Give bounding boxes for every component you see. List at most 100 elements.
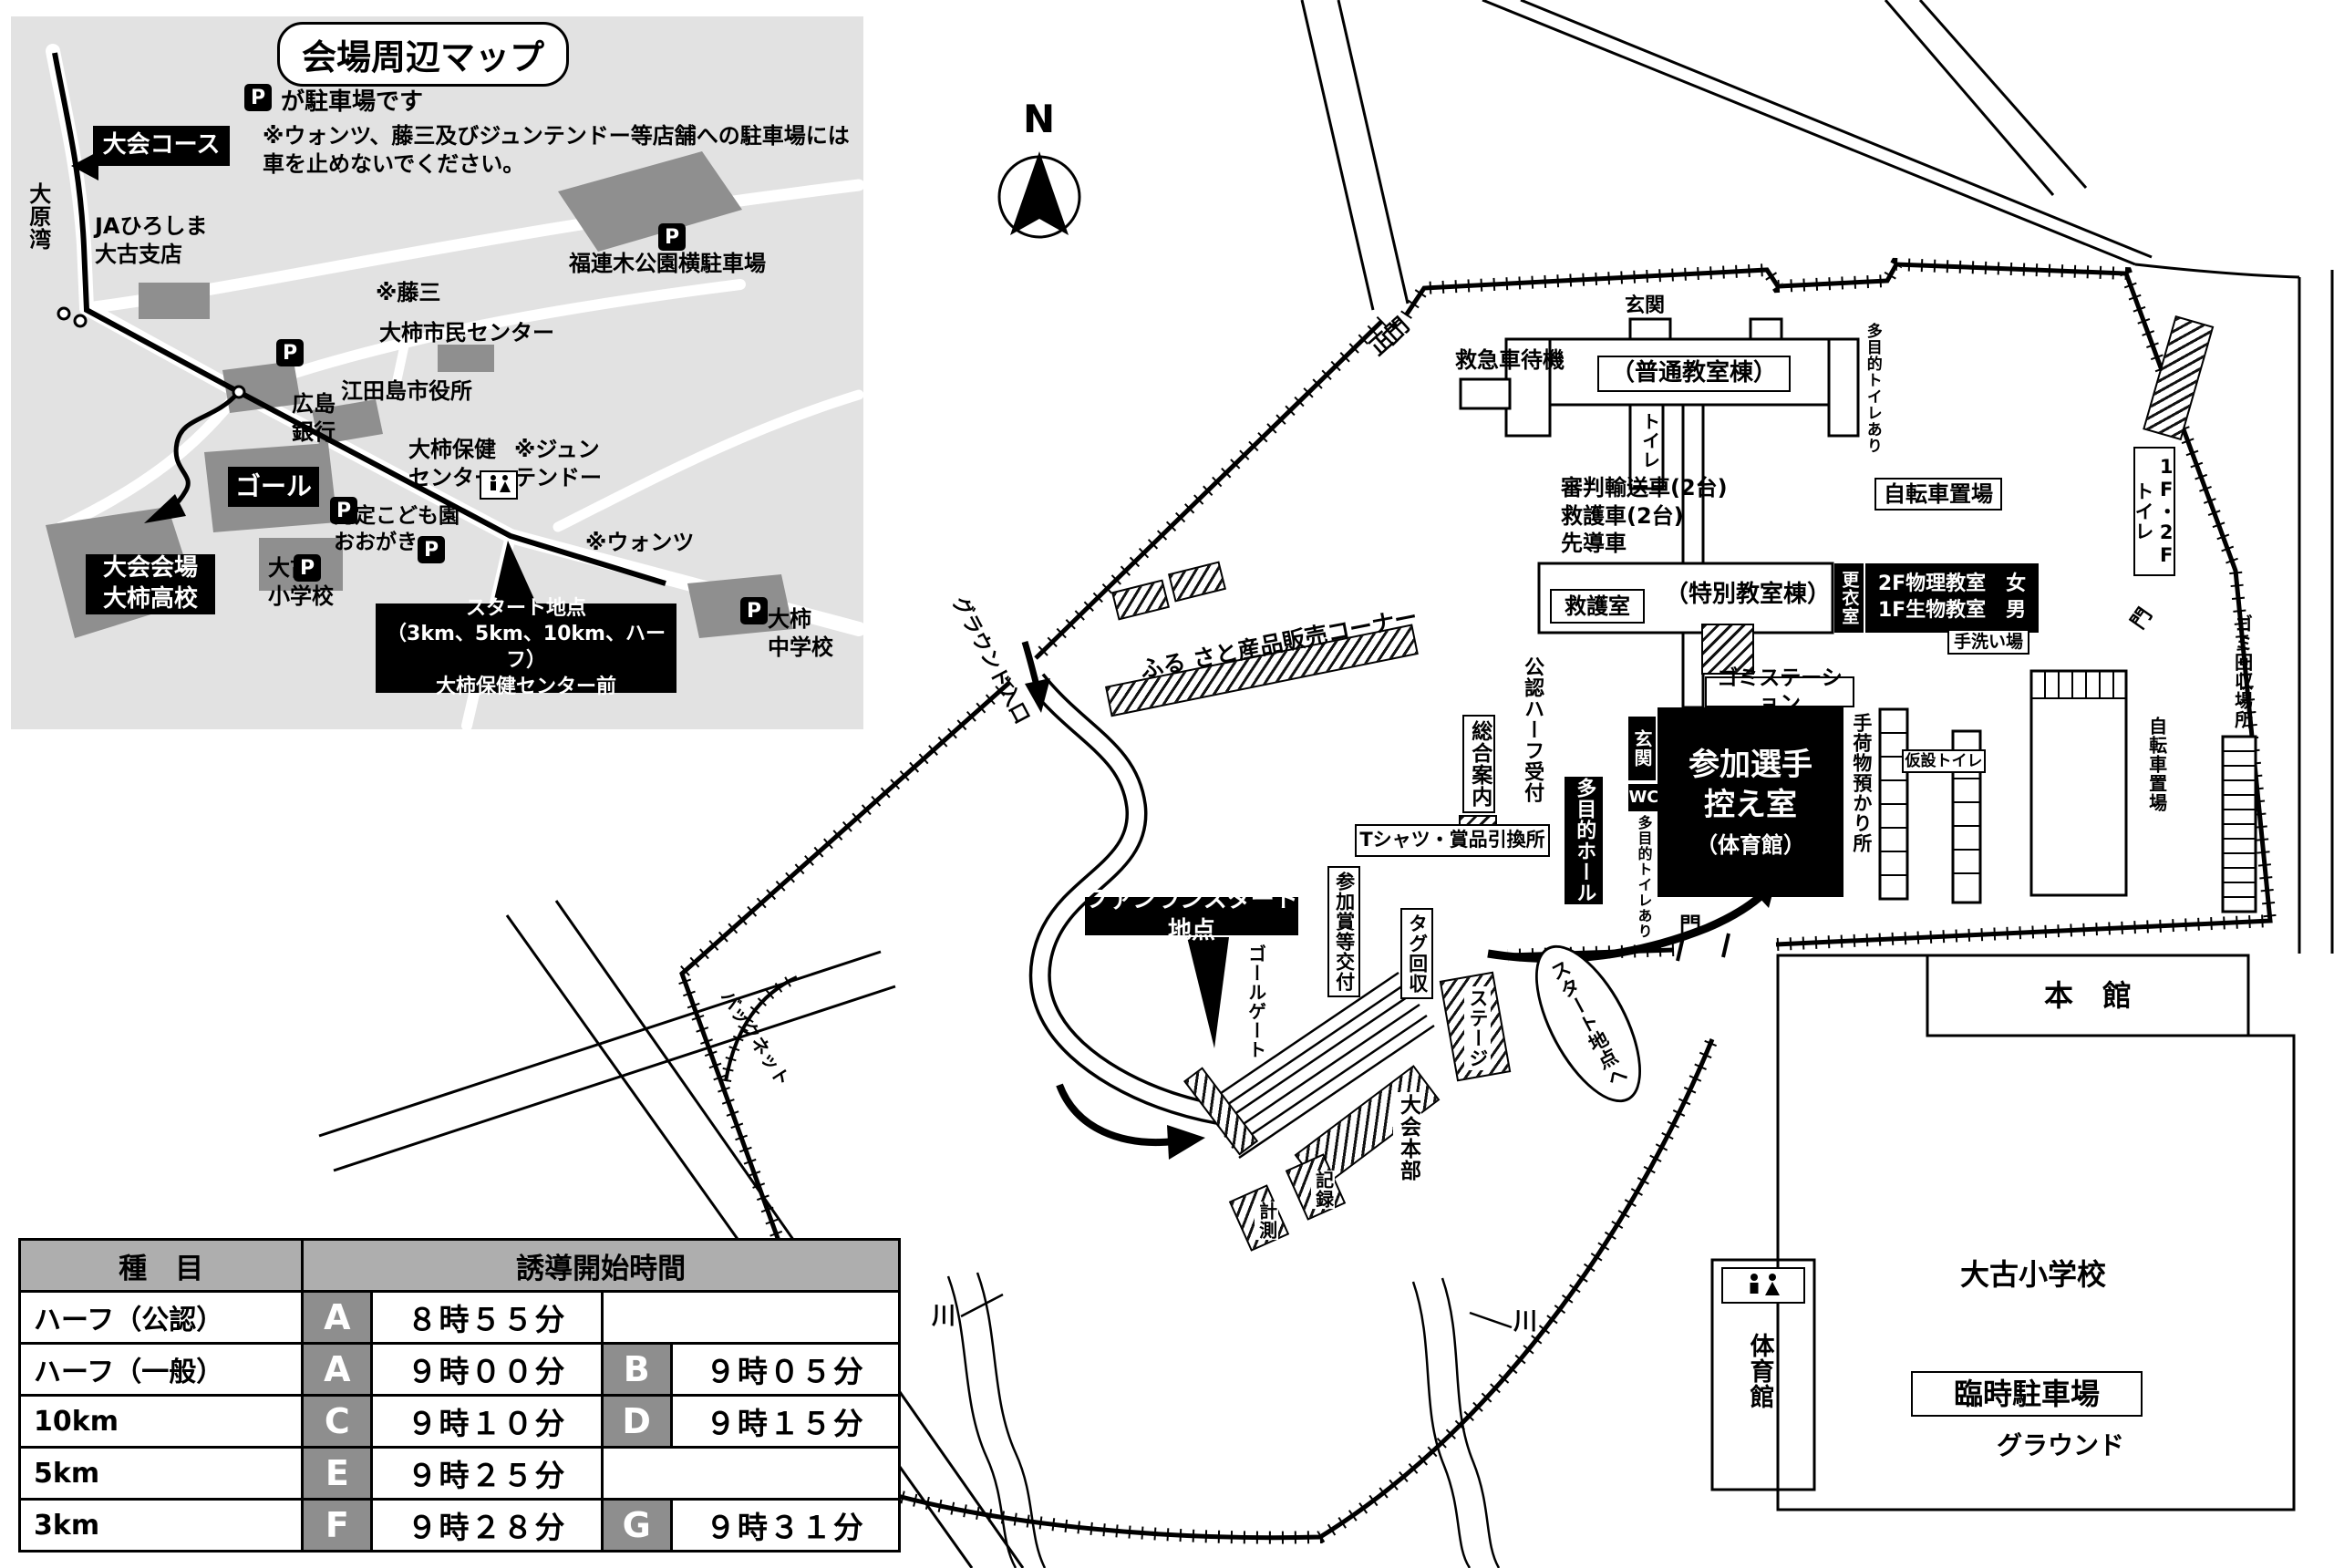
inset-course-dots — [57, 306, 246, 399]
mp-toilet-gym-label: 多目的トイレあり — [1634, 815, 1653, 939]
ohara-bay-label: 大原湾 — [25, 182, 51, 251]
garbage-collection-label: ゴミ回収場所 — [2231, 614, 2254, 729]
toilet-label: トイレ — [1638, 412, 1661, 469]
header-time: 誘導開始時間 — [301, 1238, 901, 1293]
garbage-station-label: ゴミステーション — [1705, 666, 1854, 716]
wants-label: ※ウォンツ — [585, 530, 695, 555]
block-cell: B — [600, 1342, 673, 1397]
time-cell: ９時００分 — [370, 1342, 604, 1397]
event-cell: 5km — [17, 1446, 305, 1501]
block-cell: A — [301, 1342, 374, 1397]
funrun-pointer — [1187, 937, 1229, 1048]
table-row: ハーフ（公認） A ８時５５分 — [17, 1290, 902, 1345]
toilet-1f2f-label: 1F・2Fトイレ — [2133, 447, 2177, 576]
venue-label: 大会会場 大柿高校 — [86, 554, 215, 614]
funrun-start-label: ファンランスタート地点 — [1085, 886, 1298, 944]
bicycle-right-label: 自転車置場 — [2145, 717, 2168, 812]
ja-branch-label: JAひろしま 大古支店 — [95, 213, 208, 267]
parking-icon-1: P — [658, 223, 686, 251]
table-row: ハーフ（一般） A ９時００分 B ９時０５分 — [17, 1342, 902, 1397]
ambulance-label: 救急車待機 — [1455, 347, 1565, 373]
restroom-icon — [1750, 1274, 1780, 1295]
parking-icon-2: P — [276, 339, 304, 366]
time-cell: ９時３１分 — [669, 1498, 902, 1553]
elementary-school-outline — [1776, 954, 2296, 1511]
hatch-block-garbage — [1701, 624, 1754, 675]
track-loop — [1027, 673, 1221, 1125]
time-cell: ９時２８分 — [370, 1498, 604, 1553]
athletes-room-title: 参加選手 控え室 — [1689, 747, 1812, 824]
event-cell: ハーフ（公認） — [17, 1290, 305, 1345]
main-hall-label: 本 館 — [2043, 977, 2132, 1013]
schedule-header-row: 種 目 誘導開始時間 — [17, 1238, 901, 1293]
compass-n-label: N — [1023, 97, 1056, 141]
temp-toilet-label: 仮設トイレ — [1902, 749, 1986, 773]
gym-restroom-icon — [1721, 1267, 1805, 1304]
parking-note: が駐車場です — [281, 88, 424, 116]
half-reception-label: 公認ハーフ受付 — [1521, 656, 1544, 803]
restroom-icon — [491, 475, 511, 492]
block-cell: F — [301, 1498, 374, 1553]
changing-room-label: 更衣室 — [1834, 563, 1864, 633]
room-2f: 2F物理教室 女 — [1877, 573, 2027, 596]
time-cell: ８時５５分 — [370, 1290, 604, 1345]
junior-high-label: 大柿 中学校 — [768, 606, 833, 660]
start-callout: スタート地点 （3km、5km、10km、ハーフ） 大柿保健センター前 — [376, 597, 676, 698]
fujisan-label: ※藤三 — [376, 280, 441, 305]
table-row: 3km F ９時２８分 G ９時３１分 — [17, 1498, 902, 1553]
event-cell: 3km — [17, 1498, 305, 1553]
goal-gate-label: ゴールゲート — [1244, 944, 1267, 1059]
compass-icon — [997, 151, 1081, 239]
hand-wash-label: 手洗い場 — [1947, 629, 2029, 655]
stage-label: ステージ — [1464, 986, 1491, 1070]
city-hall-label: 江田島市役所 — [341, 378, 472, 404]
parking-icon-4: P — [418, 536, 445, 563]
goal-label: ゴール — [228, 467, 319, 507]
table-row: 5km E ９時２５分 — [17, 1446, 902, 1501]
temp-parking-label: 臨時駐車場 — [1911, 1371, 2143, 1417]
classrooms-label: 2F物理教室 女 1F生物教室 男 — [1865, 563, 2039, 633]
area-map-inset: 会場周辺マップ P が駐車場です ※ウォンツ、藤三及びジュンテンドー等店舗への駐… — [11, 16, 863, 729]
tshirt-label: Tシャツ・賞品引換所 — [1355, 824, 1550, 857]
block-cell: G — [600, 1498, 673, 1553]
gym-small-label: 体育館 — [1745, 1333, 1774, 1409]
elementary-label: 大古小学校 — [1960, 1257, 2107, 1292]
block-cell: E — [301, 1446, 374, 1501]
course-label: 大会コース — [93, 126, 230, 166]
parking-icon-legend: P — [244, 84, 272, 111]
room-1f: 1F生物教室 男 — [1877, 599, 2027, 622]
gate-south-label: 門 — [1679, 913, 1701, 938]
river1-label: 川 — [932, 1303, 956, 1330]
mp-hall-label: 多目的ホール — [1565, 777, 1603, 904]
schedule-table: 種 目 誘導開始時間 ハーフ（公認） A ８時５５分 ハーフ（一般） A ９時０… — [17, 1238, 902, 1553]
timing-label: 計測 — [1255, 1202, 1278, 1240]
parking-icon-6: P — [740, 597, 768, 624]
wc-label: WC — [1628, 784, 1659, 811]
goal-lanes — [1203, 971, 1435, 1160]
special-building-label: （特別教室棟） — [1665, 581, 1832, 608]
entrance-top-label: 玄関 — [1625, 294, 1666, 317]
athletes-room-sub: （体育館） — [1696, 831, 1805, 858]
hiroshima-bank-label: 広島 銀行 — [292, 391, 336, 445]
campus-fence — [674, 257, 2277, 1544]
parking-warning: ※ウォンツ、藤三及びジュンテンドー等店舗への駐車場には 車を止めないでください。 — [263, 123, 850, 177]
time-cell: ９時２５分 — [370, 1446, 604, 1501]
block-cell: A — [301, 1290, 374, 1345]
parking-icon-5: P — [294, 554, 321, 582]
baggage-label: 手荷物預かり所 — [1849, 713, 1874, 853]
time-cell: ９時１０分 — [370, 1394, 604, 1449]
record-label: 記録 — [1311, 1171, 1335, 1209]
hq-label: 大会本部 — [1393, 1092, 1422, 1183]
inset-restroom-icon — [480, 470, 518, 500]
event-cell: 10km — [17, 1394, 305, 1449]
inset-title: 会場周辺マップ — [277, 22, 570, 87]
ground-label: グラウンド — [1997, 1430, 2125, 1460]
inset-arrows — [71, 151, 538, 607]
gate-ticks — [1676, 933, 1730, 962]
juntendo-label: ※ジュン テンドー — [514, 437, 602, 490]
backnet-arc — [720, 972, 800, 1083]
mp-toilet-top-label: 多目的トイレあり — [1863, 323, 1882, 454]
river2-label: 川 — [1513, 1308, 1538, 1336]
vehicles-note: 審判輸送車(2台) 救護車(2台) 先導車 — [1561, 475, 1728, 557]
block-cell: C — [301, 1394, 374, 1449]
